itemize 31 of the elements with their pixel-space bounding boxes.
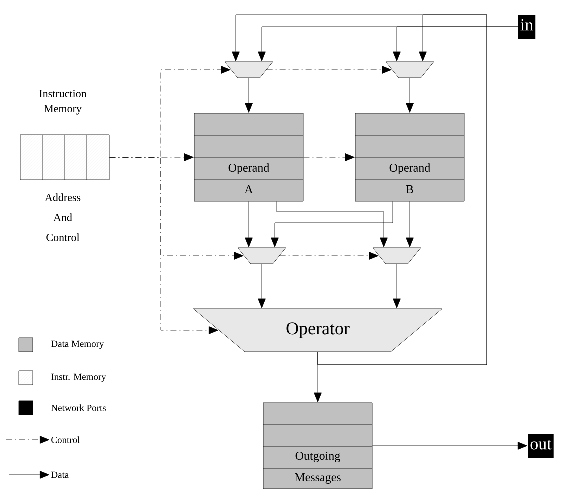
data-arrow xyxy=(406,78,414,113)
control-arrow xyxy=(304,154,355,162)
data-arrow xyxy=(245,202,253,248)
port-box: out xyxy=(528,434,554,458)
data-arrow xyxy=(318,14,488,366)
port-box: in xyxy=(518,15,536,39)
data-arrow xyxy=(393,26,518,62)
memory-label: Instruction Memory xyxy=(40,90,87,115)
data-arrow xyxy=(372,442,528,450)
control-arrow xyxy=(266,66,392,74)
register-label: Operand B xyxy=(390,164,430,194)
memory-label: Address And Control xyxy=(45,194,81,242)
data-arrow xyxy=(393,264,401,308)
legend-label: Data Memory xyxy=(51,340,104,350)
register-label: Outgoing Messages xyxy=(295,452,341,484)
operator-block: Operator xyxy=(193,308,443,352)
legend-label: Network Ports xyxy=(51,404,106,412)
multiplexer-symbol xyxy=(224,62,274,78)
register-label: Operand A xyxy=(228,164,270,194)
data-arrow xyxy=(258,264,266,308)
control-arrow xyxy=(280,252,379,260)
legend-label: Instr. Memory xyxy=(52,374,106,382)
data-arrow xyxy=(245,78,253,113)
legend-label: Control xyxy=(52,436,80,444)
multiplexer-symbol xyxy=(372,248,422,264)
data-arrow xyxy=(314,352,322,402)
multiplexer-symbol xyxy=(386,62,434,78)
legend-label: Data xyxy=(51,472,70,478)
multiplexer-symbol xyxy=(238,248,286,264)
control-arrow xyxy=(110,157,219,334)
data-arrow xyxy=(406,202,414,248)
